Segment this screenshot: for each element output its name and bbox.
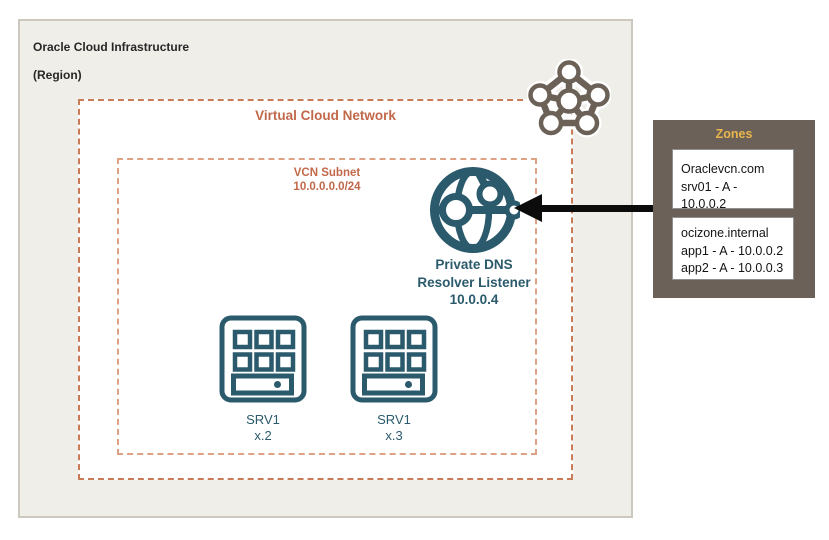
- resolver-ip: 10.0.0.4: [449, 292, 499, 307]
- pentagon-network-icon: [526, 58, 612, 144]
- server-1-label: SRV1 x.2: [219, 412, 307, 443]
- server-icon: [219, 315, 307, 403]
- region-title-line2: (Region): [33, 68, 82, 82]
- zone-record: srv01 - A - 10.0.0.2: [681, 179, 738, 212]
- zone-domain: Oraclevcn.com: [681, 162, 765, 176]
- server-1-name: SRV1: [246, 412, 280, 427]
- resolver-label: Private DNS Resolver Listener 10.0.0.4: [417, 256, 530, 309]
- globe-network-icon: [430, 167, 524, 253]
- region-title: Oracle Cloud Infrastructure (Region): [33, 26, 189, 96]
- subnet-title: VCN Subnet 10.0.0.0.0/24: [119, 166, 535, 194]
- server-group-1: SRV1 x.2: [219, 315, 307, 443]
- zone-card-ocizone: ocizone.internal app1 - A - 10.0.0.2 app…: [672, 217, 794, 280]
- resolver-name-line1: Private DNS: [435, 257, 513, 272]
- zone-card-oraclevcn: Oraclevcn.com srv01 - A - 10.0.0.2: [672, 149, 794, 211]
- server-2-name: SRV1: [377, 412, 411, 427]
- subnet-box: VCN Subnet 10.0.0.0.0/24: [117, 158, 537, 455]
- vcn-title: Virtual Cloud Network: [255, 108, 396, 123]
- dns-arrow-shaft: [540, 205, 653, 212]
- server-group-2: SRV1 x.3: [350, 315, 438, 443]
- server-2-label: SRV1 x.3: [350, 412, 438, 443]
- zone-domain: ocizone.internal: [681, 226, 769, 240]
- server-1-scale: x.2: [254, 427, 272, 443]
- subnet-cidr: 10.0.0.0.0/24: [293, 181, 361, 193]
- region-title-line1: Oracle Cloud Infrastructure: [33, 40, 190, 54]
- server-2-scale: x.3: [385, 427, 403, 443]
- zone-record: app2 - A - 10.0.0.3: [681, 261, 784, 275]
- zones-panel-title: Zones: [715, 127, 753, 141]
- vcn-box: Virtual Cloud Network VCN Subnet 10.0.0.…: [78, 99, 573, 480]
- subnet-title-text: VCN Subnet: [293, 167, 361, 179]
- resolver-name-line2: Resolver Listener: [417, 274, 531, 290]
- dns-resolver-group: Private DNS Resolver Listener 10.0.0.4: [417, 164, 531, 307]
- zones-panel: Zones Oraclevcn.com srv01 - A - 10.0.0.2…: [653, 120, 815, 298]
- dns-arrow-head-icon: [514, 194, 542, 222]
- server-icon: [350, 315, 438, 403]
- zone-record: app1 - A - 10.0.0.2: [681, 243, 784, 258]
